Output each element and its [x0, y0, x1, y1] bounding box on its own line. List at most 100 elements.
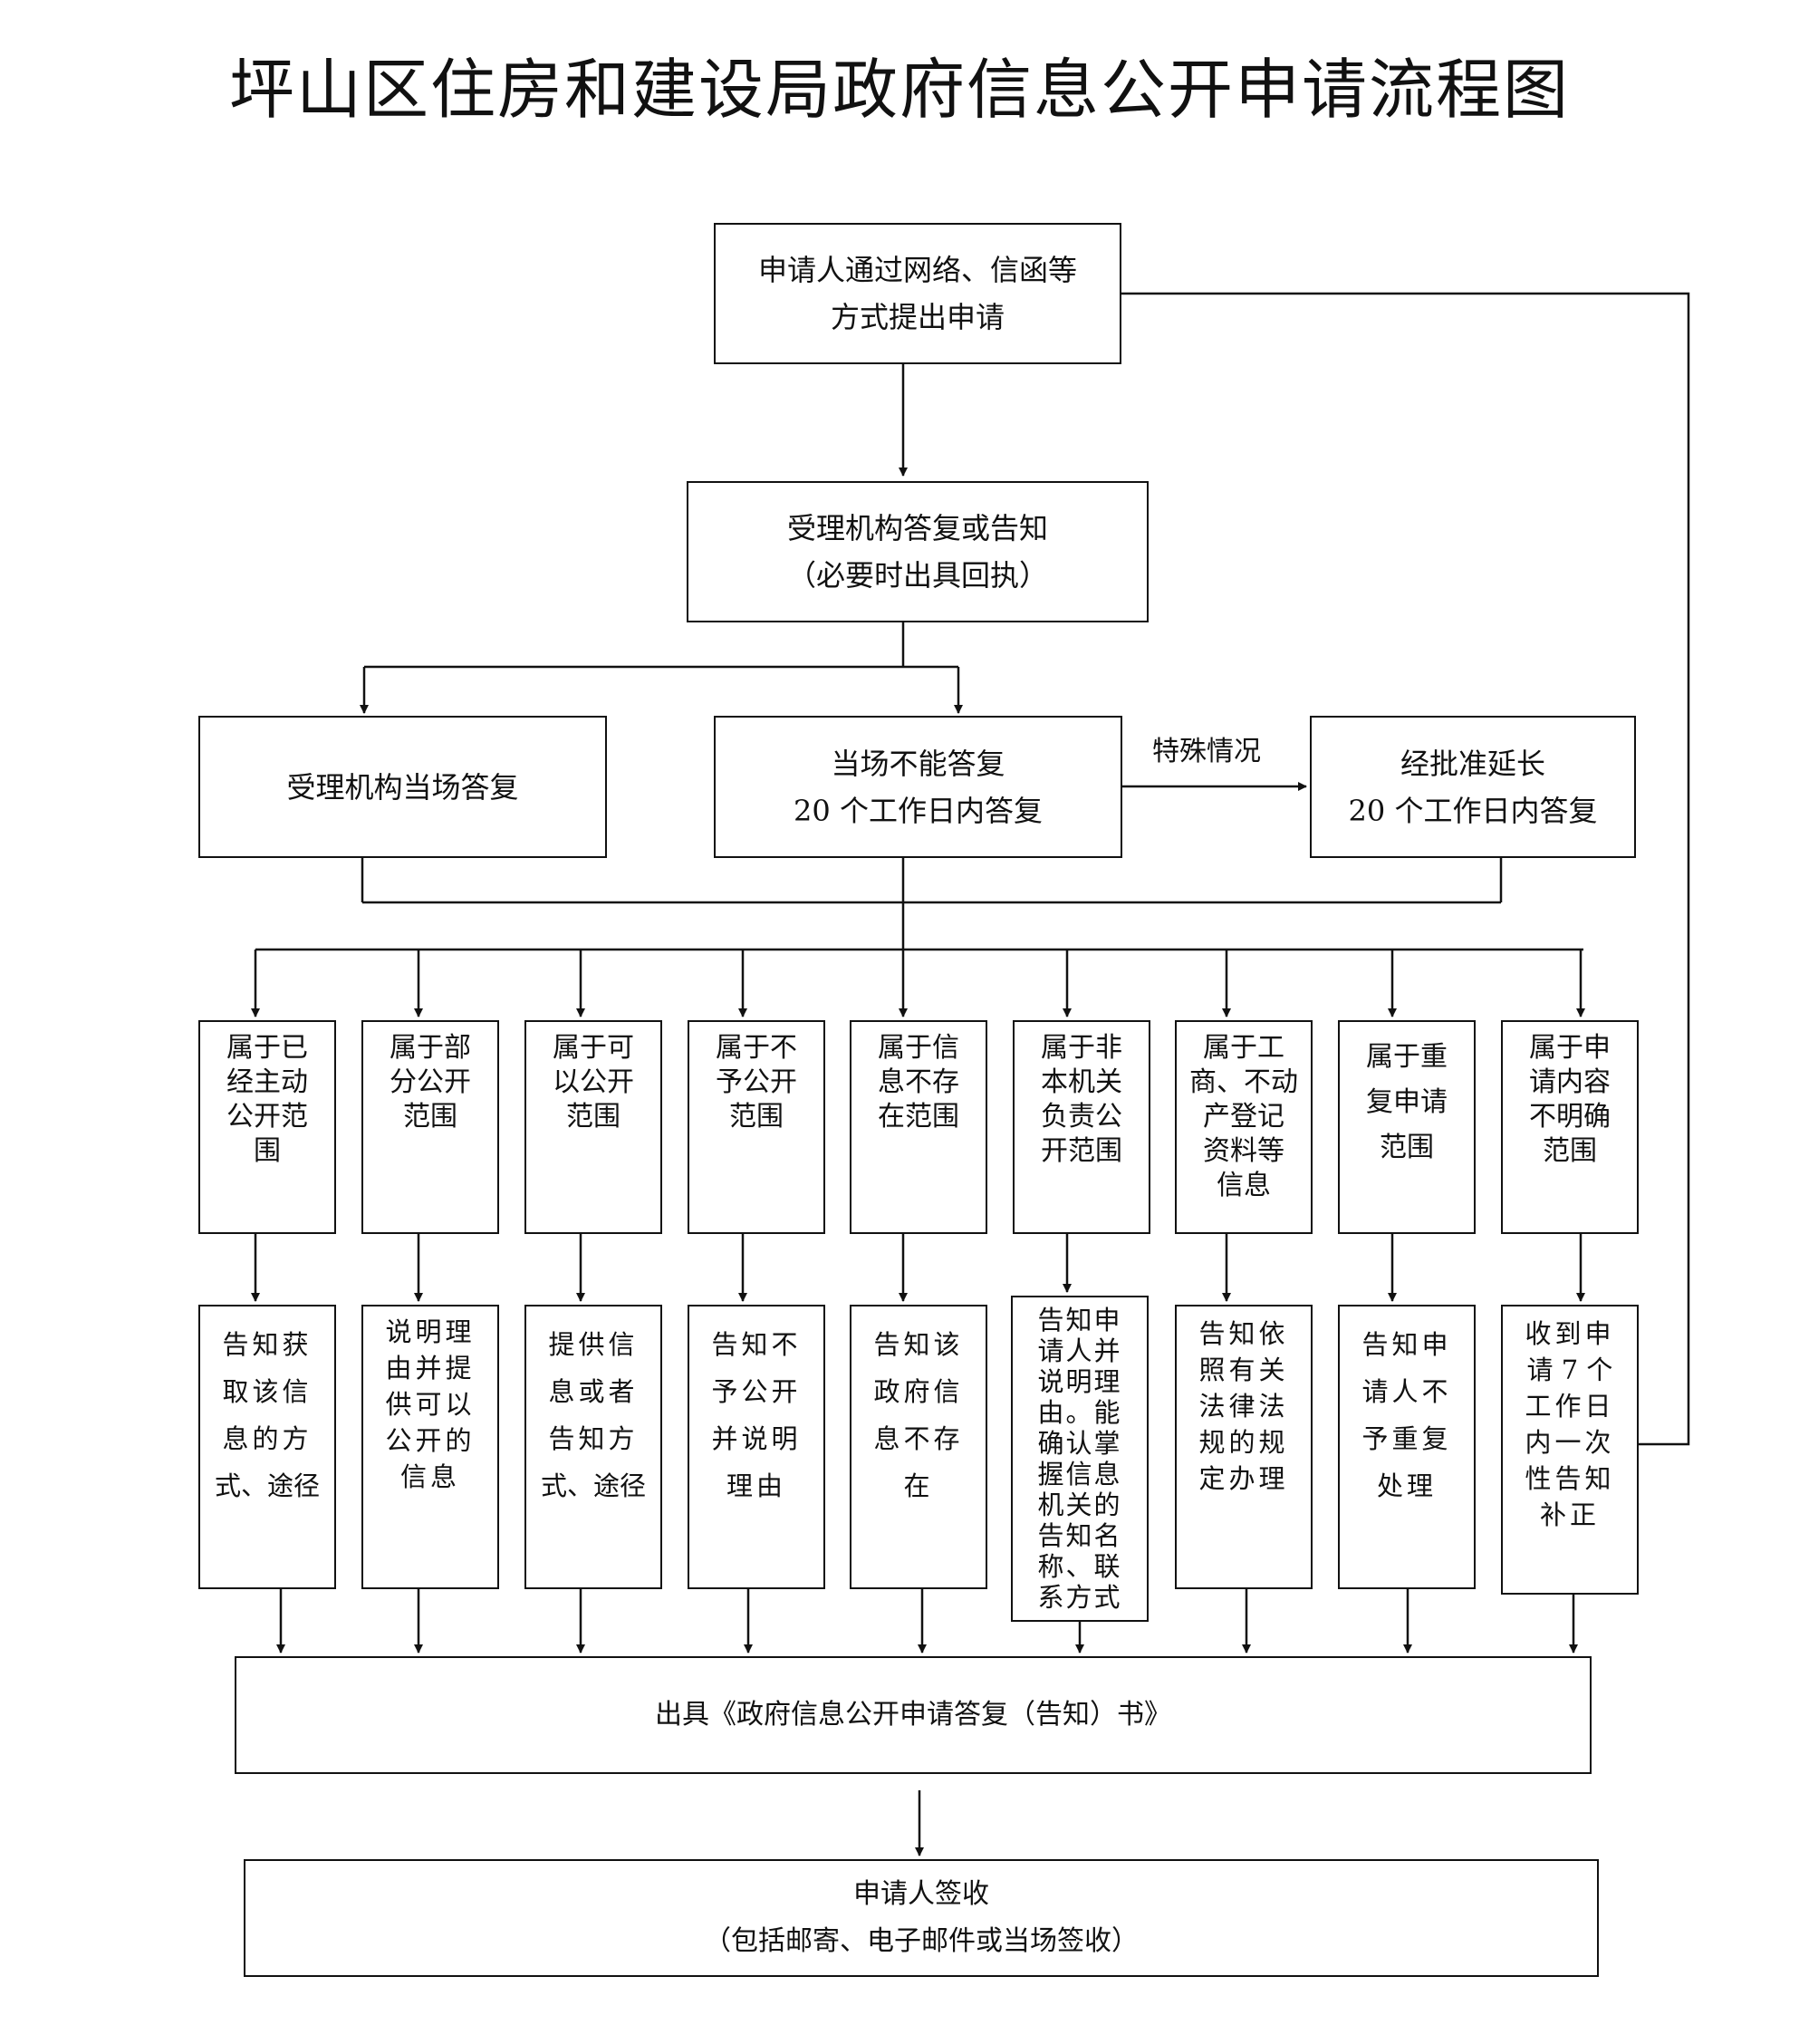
- result-4-line: 并说明: [711, 1423, 802, 1454]
- category-3-line: 属于可: [553, 1032, 634, 1064]
- result-box-1: 告知获 取该信 息的方 式、途径: [198, 1305, 336, 1589]
- category-4-line: 属于不: [716, 1032, 797, 1064]
- page-title: 坪山区住房和建设局政府信息公开申请流程图: [228, 52, 1570, 128]
- category-2-line: 范围: [403, 1101, 457, 1133]
- category-9-line: 请内容: [1529, 1066, 1611, 1098]
- result-8-line: 予重复: [1361, 1423, 1452, 1454]
- category-5-line: 属于信: [878, 1032, 959, 1064]
- result-8-line: 告知申: [1361, 1329, 1452, 1360]
- category-8-line: 范围: [1380, 1132, 1434, 1163]
- result-3-line: 提供信: [548, 1329, 639, 1360]
- category-7-line: 属于工: [1203, 1032, 1284, 1064]
- not-onsite-line-2: 20 个工作日内答复: [794, 793, 1043, 828]
- result-6-line: 确认掌: [1037, 1428, 1122, 1459]
- category-8-line: 复申请: [1366, 1086, 1448, 1118]
- result-box-2: 说明理 由并提 供可以 公开的 信息: [361, 1305, 499, 1589]
- category-9-line: 范围: [1543, 1135, 1597, 1167]
- category-box-6: 属于非 本机关 负责公 开范围: [1013, 1020, 1150, 1234]
- not-onsite-box: 当场不能答复 20 个工作日内答复: [714, 716, 1122, 858]
- result-9-line: 性告知: [1525, 1463, 1615, 1494]
- category-box-2: 属于部 分公开 范围: [361, 1020, 499, 1234]
- category-6-line: 开范围: [1041, 1135, 1122, 1167]
- result-6-line: 请人并: [1037, 1335, 1122, 1366]
- result-6-line: 由。能: [1037, 1397, 1122, 1428]
- result-2-line: 公开的: [385, 1425, 476, 1456]
- result-7-line: 照有关: [1198, 1355, 1289, 1385]
- category-1-line: 围: [254, 1135, 281, 1167]
- accept-box: 受理机构答复或告知 （必要时出具回执）: [687, 481, 1149, 622]
- category-box-7: 属于工 商、不动 产登记 资料等 信息: [1175, 1020, 1313, 1234]
- category-box-5: 属于信 息不存 在范围: [850, 1020, 987, 1234]
- result-2-line: 由并提: [385, 1353, 476, 1384]
- result-4-line: 理由: [726, 1470, 786, 1501]
- extend-box: 经批准延长 20 个工作日内答复: [1310, 716, 1636, 858]
- category-2-line: 分公开: [390, 1066, 471, 1098]
- result-8-line: 请人不: [1361, 1376, 1452, 1407]
- category-6-line: 本机关: [1041, 1066, 1122, 1098]
- result-6-line: 说明理: [1037, 1366, 1122, 1397]
- category-4-line: 予公开: [716, 1066, 797, 1098]
- result-7-line: 定办理: [1198, 1463, 1289, 1494]
- result-box-3: 提供信 息或者 告知方 式、途径: [524, 1305, 662, 1589]
- category-6-line: 属于非: [1041, 1032, 1122, 1064]
- category-box-9: 属于申 请内容 不明确 范围: [1501, 1020, 1639, 1234]
- issue-reply-text: 出具《政府信息公开申请答复（告知）书》: [655, 1699, 1171, 1731]
- result-1-line: 式、途径: [214, 1470, 320, 1501]
- result-6-line: 称、联: [1037, 1551, 1122, 1582]
- result-6-line: 告知名: [1037, 1520, 1122, 1551]
- result-box-8: 告知申 请人不 予重复 处理: [1338, 1305, 1476, 1589]
- category-2-line: 属于部: [390, 1032, 471, 1064]
- category-box-8: 属于重 复申请 范围: [1338, 1020, 1476, 1234]
- result-2-line: 信息: [399, 1461, 460, 1492]
- category-3-line: 范围: [566, 1101, 621, 1133]
- result-9-line: 内一次: [1525, 1427, 1615, 1458]
- apply-box: 申请人通过网络、信函等 方式提出申请: [714, 223, 1121, 364]
- category-5-line: 在范围: [878, 1101, 959, 1133]
- result-6-line: 机关的: [1037, 1490, 1122, 1520]
- result-7-line: 法律法: [1198, 1391, 1289, 1422]
- category-box-1: 属于已 经主动 公开范 围: [198, 1020, 336, 1234]
- result-1-line: 告知获: [222, 1329, 313, 1360]
- category-8-line: 属于重: [1366, 1041, 1448, 1073]
- special-case-label: 特殊情况: [1152, 736, 1261, 767]
- not-onsite-line-1: 当场不能答复: [831, 746, 1005, 781]
- category-6-line: 负责公: [1041, 1101, 1122, 1133]
- category-7-line: 信息: [1217, 1170, 1271, 1201]
- result-box-7: 告知依 照有关 法律法 规的规 定办理: [1175, 1305, 1313, 1589]
- result-4-line: 予公开: [711, 1376, 802, 1407]
- result-5-line: 在: [903, 1470, 934, 1501]
- category-1-line: 属于已: [226, 1032, 308, 1064]
- connector-right-loop: [1121, 292, 1690, 1446]
- result-9-line: 工作日: [1525, 1391, 1615, 1422]
- category-9-line: 不明确: [1529, 1101, 1611, 1133]
- accept-line-2: （必要时出具回执）: [786, 558, 1048, 593]
- result-box-5: 告知该 政府信 息不存 在: [850, 1305, 987, 1589]
- result-box-9: 收到申 请 7 个 工作日 内一次 性告知 补正: [1501, 1305, 1639, 1595]
- result-9-line: 收到申: [1525, 1318, 1615, 1349]
- sign-box: 申请人签收 （包括邮寄、电子邮件或当场签收）: [244, 1859, 1599, 1977]
- result-2-line: 供可以: [385, 1389, 476, 1420]
- category-5-line: 息不存: [878, 1066, 959, 1098]
- category-7-line: 商、不动: [1189, 1066, 1298, 1098]
- result-4-line: 告知不: [711, 1329, 802, 1360]
- result-6-line: 告知申: [1037, 1305, 1122, 1335]
- result-5-line: 政府信: [873, 1376, 964, 1407]
- result-5-line: 息不存: [873, 1423, 964, 1454]
- result-7-line: 告知依: [1198, 1318, 1289, 1349]
- category-9-line: 属于申: [1529, 1032, 1611, 1064]
- extend-line-2: 20 个工作日内答复: [1348, 793, 1598, 828]
- result-6-line: 系方式: [1037, 1582, 1122, 1613]
- accept-line-1: 受理机构答复或告知: [786, 511, 1048, 545]
- result-9-line: 请 7 个: [1526, 1355, 1613, 1385]
- result-3-line: 息或者: [548, 1376, 639, 1407]
- onsite-reply-text: 受理机构当场答复: [286, 769, 519, 805]
- result-3-line: 告知方: [548, 1423, 639, 1454]
- issue-reply-box: 出具《政府信息公开申请答复（告知）书》: [235, 1656, 1592, 1774]
- result-8-line: 处理: [1376, 1470, 1437, 1501]
- category-7-line: 产登记: [1203, 1101, 1284, 1133]
- category-4-line: 范围: [729, 1101, 784, 1133]
- category-1-line: 经主动: [226, 1066, 308, 1098]
- sign-line-1: 申请人签收: [853, 1878, 989, 1910]
- apply-line-2: 方式提出申请: [830, 300, 1005, 334]
